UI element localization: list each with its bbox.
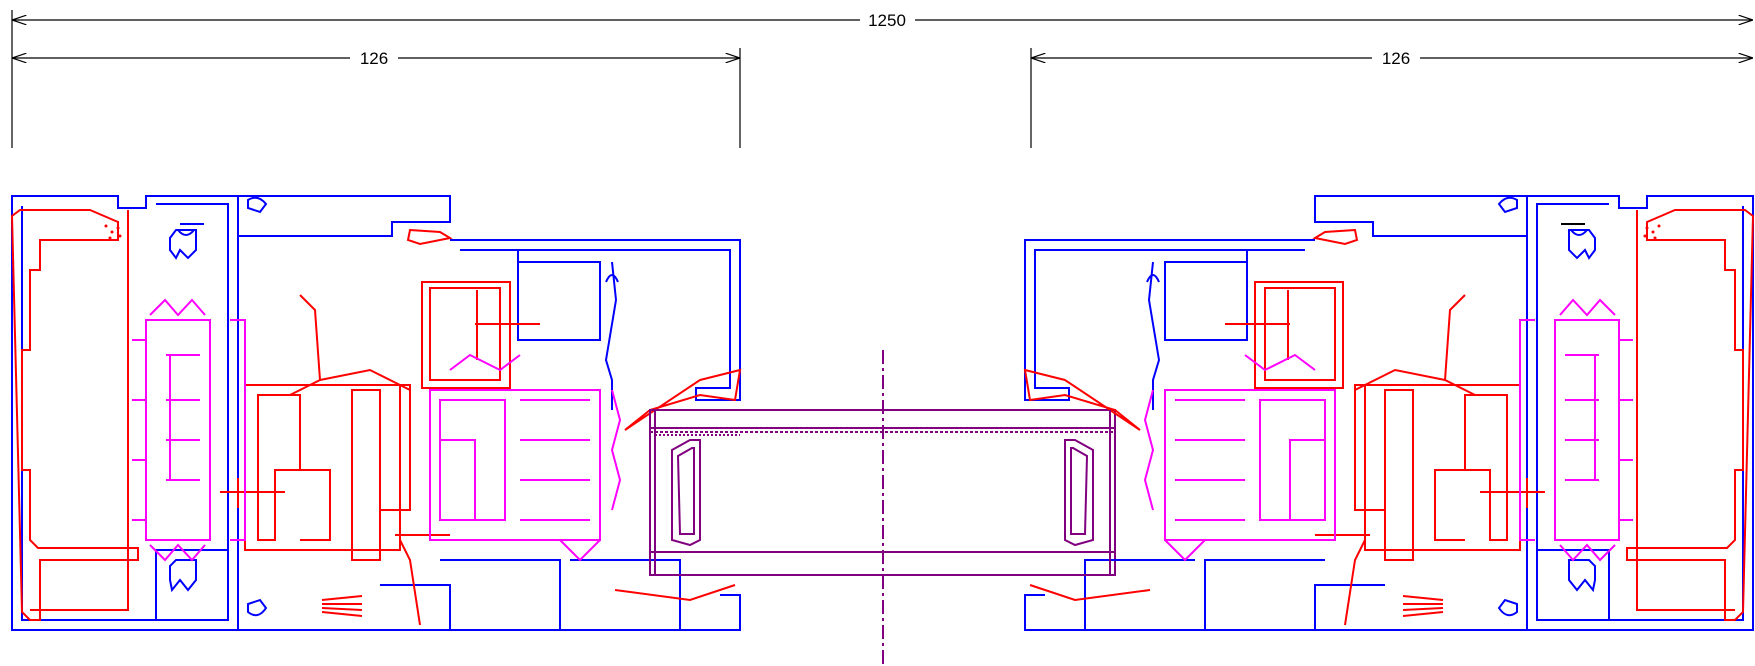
right-glazing xyxy=(1025,410,1111,576)
left-sash xyxy=(10,209,742,626)
dimension-right: 126 xyxy=(1030,48,1753,148)
right-sash xyxy=(1023,209,1755,626)
dimension-right-label: 126 xyxy=(1382,49,1410,68)
left-thermal-break xyxy=(132,298,622,562)
dimension-overall-label: 1250 xyxy=(868,11,906,30)
left-outer-frame xyxy=(11,195,741,631)
dimension-overall: 1250 xyxy=(12,11,1753,30)
center-glass-unit xyxy=(649,409,1116,576)
dimension-left-label: 126 xyxy=(360,49,388,68)
right-thermal-break xyxy=(1143,298,1633,562)
left-profile xyxy=(10,195,742,631)
right-profile xyxy=(1023,195,1755,631)
left-glazing xyxy=(654,410,740,576)
right-outer-frame xyxy=(1024,195,1754,631)
dimension-left: 126 xyxy=(11,10,741,148)
